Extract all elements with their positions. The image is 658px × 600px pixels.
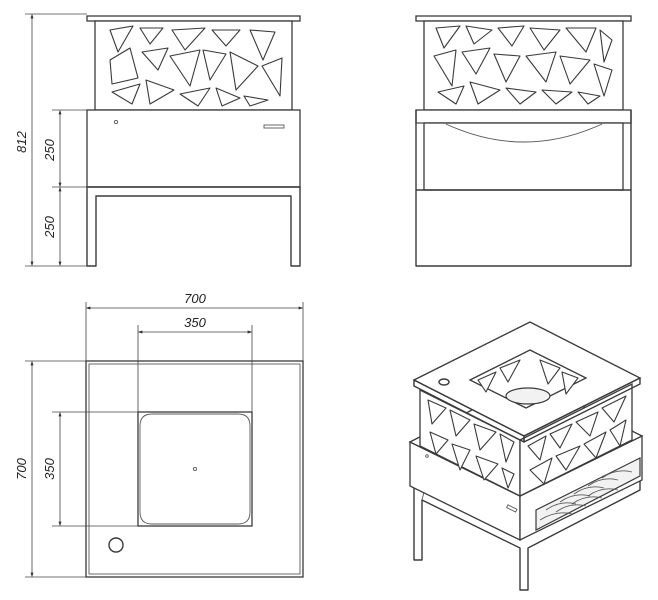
- top-inner-edge: [88, 363, 301, 575]
- side-body-recess: [423, 122, 624, 191]
- front-knob-icon: [113, 119, 119, 125]
- iso-screen-left-cutouts: [427, 399, 515, 489]
- dim-body-height: 250: [42, 138, 57, 161]
- iso-knob-icon: [438, 378, 450, 386]
- iso-bowl: [505, 387, 551, 405]
- front-leg-frame: [86, 186, 301, 267]
- front-logo-plate: [263, 124, 285, 129]
- top-bowl-outline: [139, 413, 251, 525]
- iso-inner-cutouts: [477, 359, 579, 395]
- side-top-rim: [415, 109, 632, 124]
- dim-opening-depth: 350: [42, 457, 57, 479]
- top-view: [85, 360, 304, 578]
- dim-total-depth: 700: [14, 457, 29, 479]
- top-center-mark: [192, 466, 198, 472]
- front-screen-cutouts: [109, 25, 283, 107]
- side-view: [415, 15, 632, 267]
- front-view: [86, 15, 301, 267]
- iso-logo-plate: [506, 504, 518, 513]
- front-lid: [86, 15, 301, 22]
- side-screen-cutouts: [433, 25, 613, 105]
- dim-leg-height: 250: [42, 215, 57, 238]
- isometric-view: [408, 321, 644, 591]
- dim-opening-width: 350: [184, 315, 206, 330]
- dim-total-height: 812: [14, 130, 29, 152]
- iso-body-knob: [425, 454, 429, 458]
- top-dimensions: 700 350 700 350: [14, 291, 304, 578]
- iso-lid-right-edge: [523, 377, 641, 443]
- iso-screen-right-cutouts: [527, 395, 627, 485]
- side-lid: [415, 15, 632, 22]
- side-bowl-curve: [445, 123, 603, 143]
- front-dimensions: 812 250 250: [14, 13, 87, 267]
- side-outline: [415, 110, 632, 267]
- front-body: [86, 109, 301, 188]
- top-knob-icon: [108, 537, 124, 553]
- dim-total-width: 700: [184, 291, 206, 306]
- top-opening: [137, 411, 253, 527]
- iso-leg-frame: [413, 448, 641, 591]
